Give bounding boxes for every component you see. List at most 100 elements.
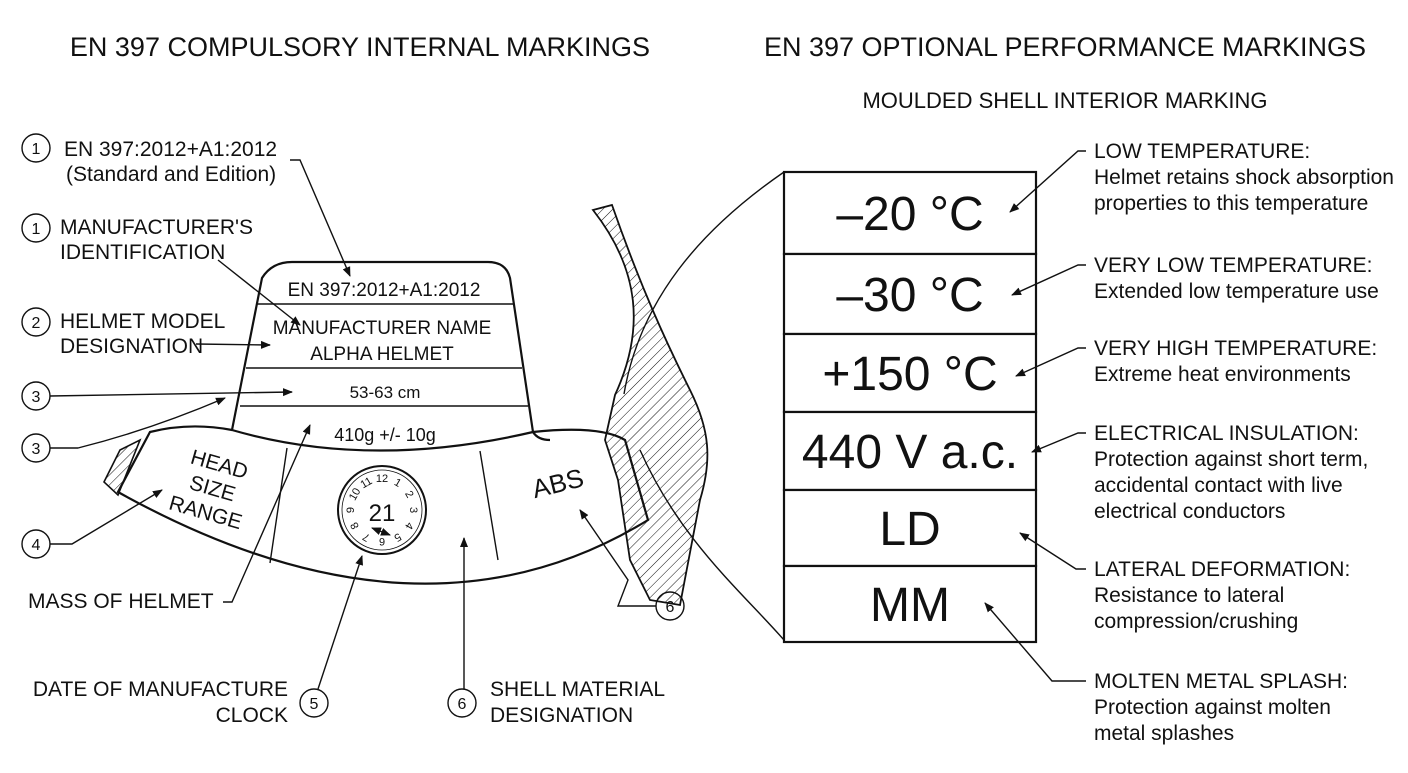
- svg-text:DATE OF MANUFACTURE: DATE OF MANUFACTURE: [33, 678, 288, 701]
- callout-standard: 1 EN 397:2012+A1:2012 (Standard and Edit…: [21, 133, 351, 277]
- svg-text:1: 1: [32, 221, 41, 238]
- svg-text:6: 6: [666, 599, 675, 616]
- panel-size-text: 53-63 cm: [350, 383, 421, 402]
- callout-electrical-line: electrical conductors: [1094, 500, 1285, 523]
- box-molten-metal-value: MM: [870, 579, 950, 632]
- clock-number: 2: [402, 489, 415, 500]
- box-very-low-temp-frame: [782, 252, 1038, 336]
- box-very-high-temp-frame: [782, 332, 1038, 414]
- callout-electrical-line: accidental contact with live: [1094, 474, 1343, 497]
- box-low-temp-value: –20 °C: [836, 188, 983, 241]
- callout-mass-row: 3: [21, 397, 226, 463]
- svg-text:SHELL MATERIAL: SHELL MATERIAL: [490, 678, 665, 701]
- svg-text:(Standard and Edition): (Standard and Edition): [66, 163, 276, 186]
- clock-number: 12: [376, 473, 388, 485]
- box-lateral-deformation-frame: [782, 488, 1038, 568]
- clock-number: 8: [348, 520, 361, 531]
- upper-label-panel: [230, 260, 551, 442]
- svg-text:EN 397:2012+A1:2012: EN 397:2012+A1:2012: [64, 138, 277, 161]
- clock-number: 5: [392, 530, 403, 543]
- svg-text:3: 3: [32, 389, 41, 406]
- box-electrical-value: 440 V a.c.: [802, 426, 1018, 479]
- callout-electrical-line: Protection against short term,: [1094, 448, 1368, 471]
- callout-very-high-temp-line: Extreme heat environments: [1094, 363, 1351, 386]
- clock-number: 6: [379, 535, 385, 547]
- svg-text:1: 1: [32, 141, 41, 158]
- callout-molten-metal-title: MOLTEN METAL SPLASH:: [1094, 670, 1348, 693]
- svg-text:MASS OF HELMET: MASS OF HELMET: [28, 590, 214, 613]
- svg-text:6: 6: [458, 696, 467, 713]
- clock-number: 3: [407, 507, 419, 513]
- shell-cross-section: [591, 203, 709, 607]
- callout-very-low-temp-leader: [1011, 264, 1086, 296]
- shell-left-edge: [103, 438, 142, 497]
- callout-mass-of-helmet: MASS OF HELMET: [28, 424, 311, 613]
- svg-text:CLOCK: CLOCK: [216, 704, 288, 727]
- clock-number: 9: [345, 507, 357, 513]
- callout-date: DATE OF MANUFACTURE CLOCK 5: [33, 555, 363, 727]
- callout-very-high-temp-title: VERY HIGH TEMPERATURE:: [1094, 337, 1377, 360]
- svg-text:4: 4: [32, 537, 41, 554]
- svg-text:5: 5: [310, 696, 319, 713]
- left-title: EN 397 COMPULSORY INTERNAL MARKINGS: [70, 32, 650, 62]
- clock-number: 7: [361, 530, 372, 543]
- right-title: EN 397 OPTIONAL PERFORMANCE MARKINGS: [764, 32, 1366, 62]
- callout-electrical-leader: [1031, 432, 1086, 453]
- callout-lateral-deformation-line: Resistance to lateral: [1094, 584, 1284, 607]
- callout-lateral-deformation-leader: [1019, 532, 1086, 570]
- callout-very-low-temp-line: Extended low temperature use: [1094, 280, 1379, 303]
- callout-very-high-temp: VERY HIGH TEMPERATURE: Extreme heat envir…: [1015, 337, 1377, 386]
- callout-very-low-temp-title: VERY LOW TEMPERATURE:: [1094, 254, 1373, 277]
- callout-manufacturer: 1 MANUFACTURER'S IDENTIFICATION: [21, 213, 301, 326]
- clock-number: 4: [402, 520, 415, 531]
- box-molten-metal-frame: [782, 564, 1038, 644]
- callout-lateral-deformation-line: compression/crushing: [1094, 610, 1298, 633]
- callout-size: 3: [21, 381, 293, 411]
- right-callouts: LOW TEMPERATURE: Helmet retains shock abs…: [984, 140, 1394, 745]
- callout-molten-metal-leader: [984, 602, 1086, 682]
- callout-electrical: ELECTRICAL INSULATION:Protection against…: [1031, 422, 1368, 523]
- band-divider: [269, 447, 288, 564]
- head-size-range-text: HEAD SIZE RANGE: [166, 446, 250, 535]
- zoom-line-top: [623, 171, 785, 395]
- callout-low-temp-leader: [1009, 150, 1086, 213]
- lower-band: [116, 425, 650, 585]
- callout-very-low-temp: VERY LOW TEMPERATURE: Extended low temper…: [1011, 254, 1379, 303]
- box-low-temp-frame: [782, 170, 1038, 256]
- callout-head-range: 4: [21, 489, 163, 559]
- band-divider: [479, 450, 499, 561]
- callout-shell-material: 6 SHELL MATERIAL DESIGNATION: [447, 537, 665, 727]
- svg-text:HELMET MODEL: HELMET MODEL: [60, 310, 225, 333]
- box-electrical-frame: [782, 410, 1038, 492]
- callout-model: 2 HELMET MODEL DESIGNATION: [21, 307, 271, 358]
- callout-very-high-temp-leader: [1015, 347, 1086, 377]
- panel-manufacturer-text: MANUFACTURER NAME: [273, 318, 492, 339]
- svg-text:2: 2: [32, 315, 41, 332]
- callout-low-temp: LOW TEMPERATURE: Helmet retains shock abs…: [1009, 140, 1394, 215]
- svg-text:3: 3: [32, 441, 41, 458]
- svg-text:MANUFACTURER'S: MANUFACTURER'S: [60, 216, 253, 239]
- box-lateral-deformation-value: LD: [879, 503, 940, 556]
- svg-text:DESIGNATION: DESIGNATION: [60, 335, 203, 358]
- svg-text:IDENTIFICATION: IDENTIFICATION: [60, 241, 225, 264]
- right-subtitle: MOULDED SHELL INTERIOR MARKING: [862, 88, 1267, 113]
- material-text: ABS: [529, 462, 587, 504]
- clock-number: 1: [392, 476, 403, 489]
- callout-molten-metal-line: Protection against molten: [1094, 696, 1331, 719]
- clock-number: 11: [359, 475, 375, 491]
- callout-lateral-deformation: LATERAL DEFORMATION: Resistance to latera…: [1019, 532, 1350, 633]
- clock-number: 10: [347, 486, 364, 503]
- callout-low-temp-title: LOW TEMPERATURE:: [1094, 140, 1310, 163]
- callout-molten-metal-line: metal splashes: [1094, 722, 1234, 745]
- callout-abs: 6: [579, 509, 685, 621]
- callout-lateral-deformation-title: LATERAL DEFORMATION:: [1094, 558, 1350, 581]
- panel-mass-text: 410g +/- 10g: [334, 425, 436, 445]
- callout-low-temp-line: Helmet retains shock absorption: [1094, 166, 1394, 189]
- svg-text:DESIGNATION: DESIGNATION: [490, 704, 633, 727]
- zoom-line-bottom: [639, 449, 785, 641]
- box-very-high-temp-value: +150 °C: [822, 348, 997, 401]
